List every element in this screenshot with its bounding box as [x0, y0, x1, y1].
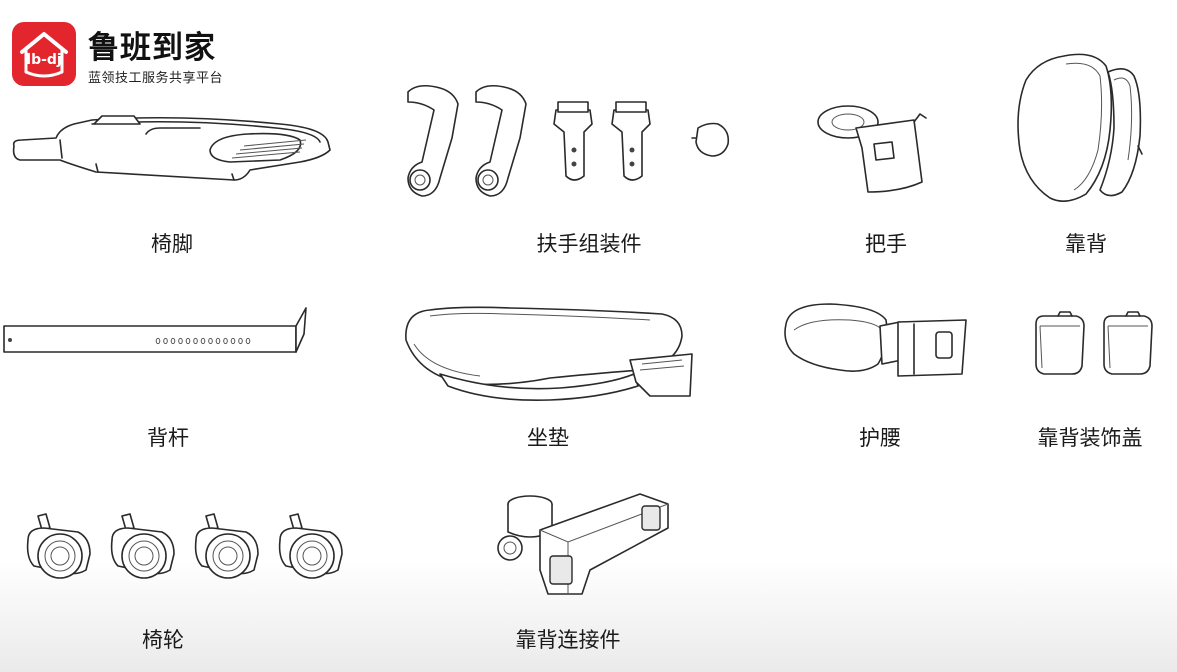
rod-hole [200, 337, 206, 345]
brand-header: lb-dj 鲁班到家 蓝领技工服务共享平台 [12, 22, 252, 88]
part-backrest-connector: 靠背连接件 [490, 490, 690, 660]
part-label: 椅脚 [151, 232, 193, 256]
rod-hole [215, 337, 221, 345]
part-label: 坐垫 [527, 426, 569, 450]
part-casters: 椅轮 [20, 510, 360, 660]
part-label: 护腰 [859, 426, 901, 450]
rod-hole [193, 337, 198, 345]
part-backrest: 靠背 [1010, 50, 1170, 260]
rod-hole [163, 337, 168, 345]
caster-wheel-icon [110, 513, 175, 579]
rod-hole [238, 337, 243, 345]
part-label: 靠背装饰盖 [1037, 426, 1143, 450]
rod-hole [208, 337, 213, 345]
part-label: 椅轮 [142, 628, 184, 652]
armrest-assembly-icon [407, 84, 730, 197]
backrest-connector-icon [497, 493, 669, 595]
part-back-rod: 背杆 [0, 300, 330, 460]
rod-hole [170, 337, 176, 345]
lumbar-support-icon [784, 303, 967, 377]
part-label: 把手 [865, 232, 907, 256]
part-label: 靠背连接件 [515, 628, 621, 652]
caster-wheel-icon [194, 513, 259, 579]
seat-cushion-icon [405, 306, 693, 402]
part-handle: 把手 [810, 100, 960, 260]
rod-hole [230, 337, 236, 345]
part-lumbar-support: 护腰 [780, 300, 980, 460]
logo-text: lb-dj [26, 52, 62, 68]
part-chair-base: 椅脚 [0, 100, 340, 260]
part-backrest-cover: 靠背装饰盖 [1020, 310, 1177, 460]
caster-wheel-icon [278, 513, 343, 579]
casters-group [26, 513, 343, 579]
part-label: 扶手组装件 [536, 232, 642, 256]
part-seat-cushion: 坐垫 [400, 300, 700, 460]
chair-base-icon [12, 115, 331, 181]
part-label: 靠背 [1065, 232, 1107, 256]
brand-name: 鲁班到家 [88, 30, 216, 66]
brand-logo: lb-dj [12, 22, 76, 86]
backrest-cover-icon [1035, 311, 1153, 375]
part-armrest-assembly: 扶手组装件 [400, 80, 760, 260]
rod-hole [178, 337, 183, 345]
back-rod-icon [3, 307, 307, 353]
brand-slogan: 蓝领技工服务共享平台 [88, 71, 224, 86]
house-logo-icon [20, 32, 68, 78]
rod-hole [245, 337, 251, 345]
backrest-icon [1017, 53, 1143, 202]
handle-icon [817, 105, 927, 193]
rod-hole [223, 337, 228, 345]
rod-hole [155, 337, 161, 345]
part-label: 背杆 [147, 426, 189, 450]
rod-hole [185, 337, 191, 345]
caster-wheel-icon [26, 513, 91, 579]
